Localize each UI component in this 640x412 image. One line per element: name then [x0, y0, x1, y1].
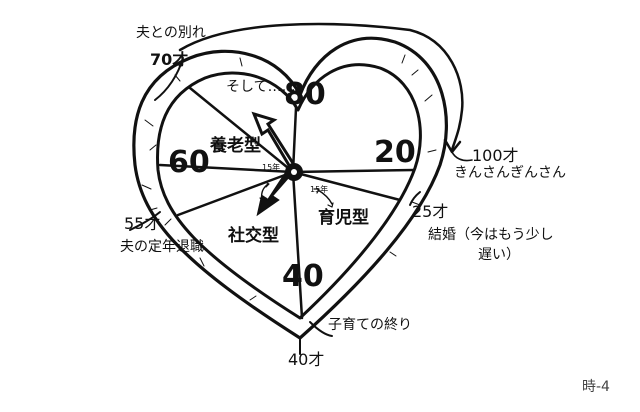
inner-heart-outline: [156, 63, 422, 320]
label-age-55: 55才: [124, 214, 161, 233]
label-age-70: 70才: [150, 50, 189, 69]
label-husband-parting: 夫との別れ: [136, 25, 206, 41]
callout-25: [409, 191, 421, 206]
spoke-right: [291, 168, 416, 174]
callout-100: [451, 151, 473, 162]
label-retirement: 夫の定年退職: [120, 239, 204, 255]
label-gap-15-right: 15年: [310, 185, 329, 194]
clock-pivot-inner: [291, 169, 297, 175]
outer-swoop-line: [178, 22, 464, 152]
gap-arc-right: [317, 189, 333, 205]
clock-number-40: 40: [282, 259, 324, 294]
callout-55: [129, 211, 161, 231]
label-and-then: そして……: [226, 79, 296, 95]
spoke-down: [291, 170, 304, 320]
gap-arc-right-arrows: [313, 188, 334, 208]
label-type-child: 育児型: [318, 208, 369, 228]
clock-number-20: 20: [374, 135, 416, 170]
outline-arrow-hand-icon: [251, 111, 298, 173]
label-age-40: 40才: [288, 350, 325, 369]
label-age-25: 25才: [412, 202, 449, 221]
spoke-left: [158, 163, 295, 174]
label-marriage: 結婚（今はもう少し: [428, 227, 554, 243]
callout-70: [154, 57, 184, 101]
spoke-down-left: [176, 170, 295, 217]
label-gap-15-left: 15年: [262, 163, 281, 172]
callout-childcare: [309, 321, 333, 337]
label-childcare-end: 子育ての終り: [328, 317, 412, 333]
label-type-social: 社交型: [228, 226, 279, 246]
label-type-care: 養老型: [210, 136, 261, 156]
spoke-down-right: [291, 170, 402, 202]
signature-mark: 時-4: [582, 379, 610, 395]
band-texture: [141, 54, 437, 307]
label-kinsan-ginsan: きんさんぎんさん: [454, 165, 566, 181]
clock-number-60: 60: [168, 145, 210, 180]
clock-number-80: 80: [284, 77, 326, 112]
spoke-upper-left: [188, 86, 295, 174]
label-marriage-later: 遅い）: [478, 247, 520, 263]
label-age-100: 100才: [472, 146, 519, 165]
clock-hands: [251, 111, 303, 217]
